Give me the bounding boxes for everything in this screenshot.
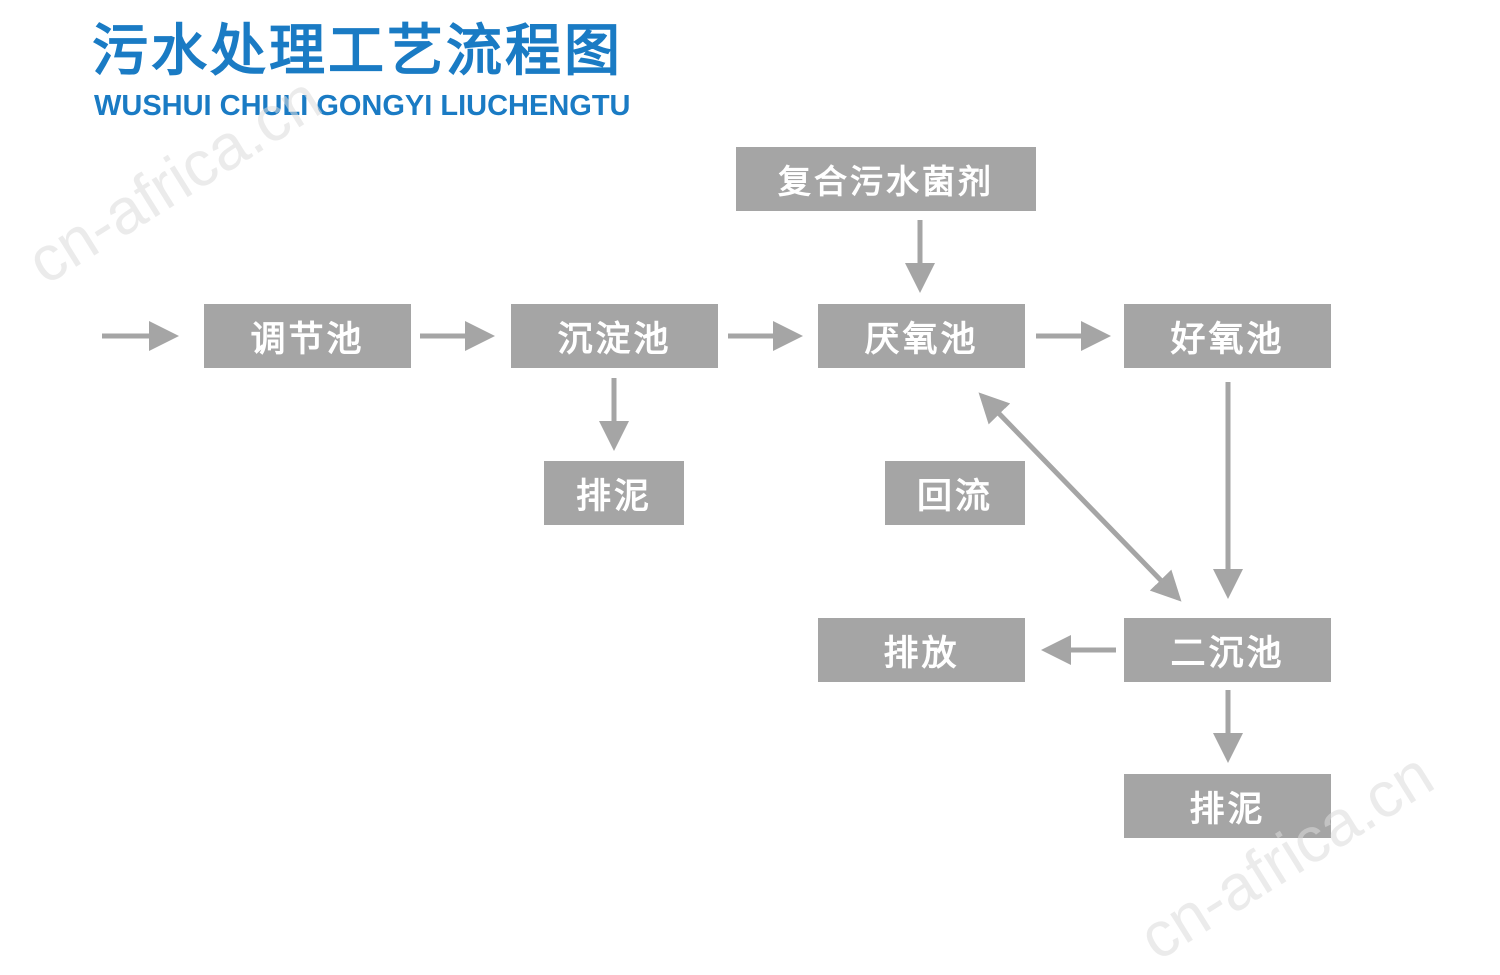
anaerobic-tank-box: 厌氧池: [818, 304, 1025, 368]
sludge-discharge-box: 排泥: [544, 461, 684, 525]
aerobic-tank-box: 好氧池: [1124, 304, 1331, 368]
secondary-clarifier-box: 二沉池: [1124, 618, 1331, 682]
regulating-tank-box: 调节池: [204, 304, 411, 368]
reflux-box: 回流: [885, 461, 1025, 525]
page-subtitle: WUSHUI CHULI GONGYI LIUCHENGTU: [94, 90, 631, 122]
arrow-reflux-bidirectional: [978, 392, 1182, 602]
sludge-discharge-box-2: 排泥: [1124, 774, 1331, 838]
sedimentation-tank-box: 沉淀池: [511, 304, 718, 368]
bacteria-agent-box: 复合污水菌剂: [736, 147, 1036, 211]
flow-arrows: [102, 220, 1243, 763]
page-title: 污水处理工艺流程图: [92, 19, 623, 84]
effluent-discharge-box: 排放: [818, 618, 1025, 682]
